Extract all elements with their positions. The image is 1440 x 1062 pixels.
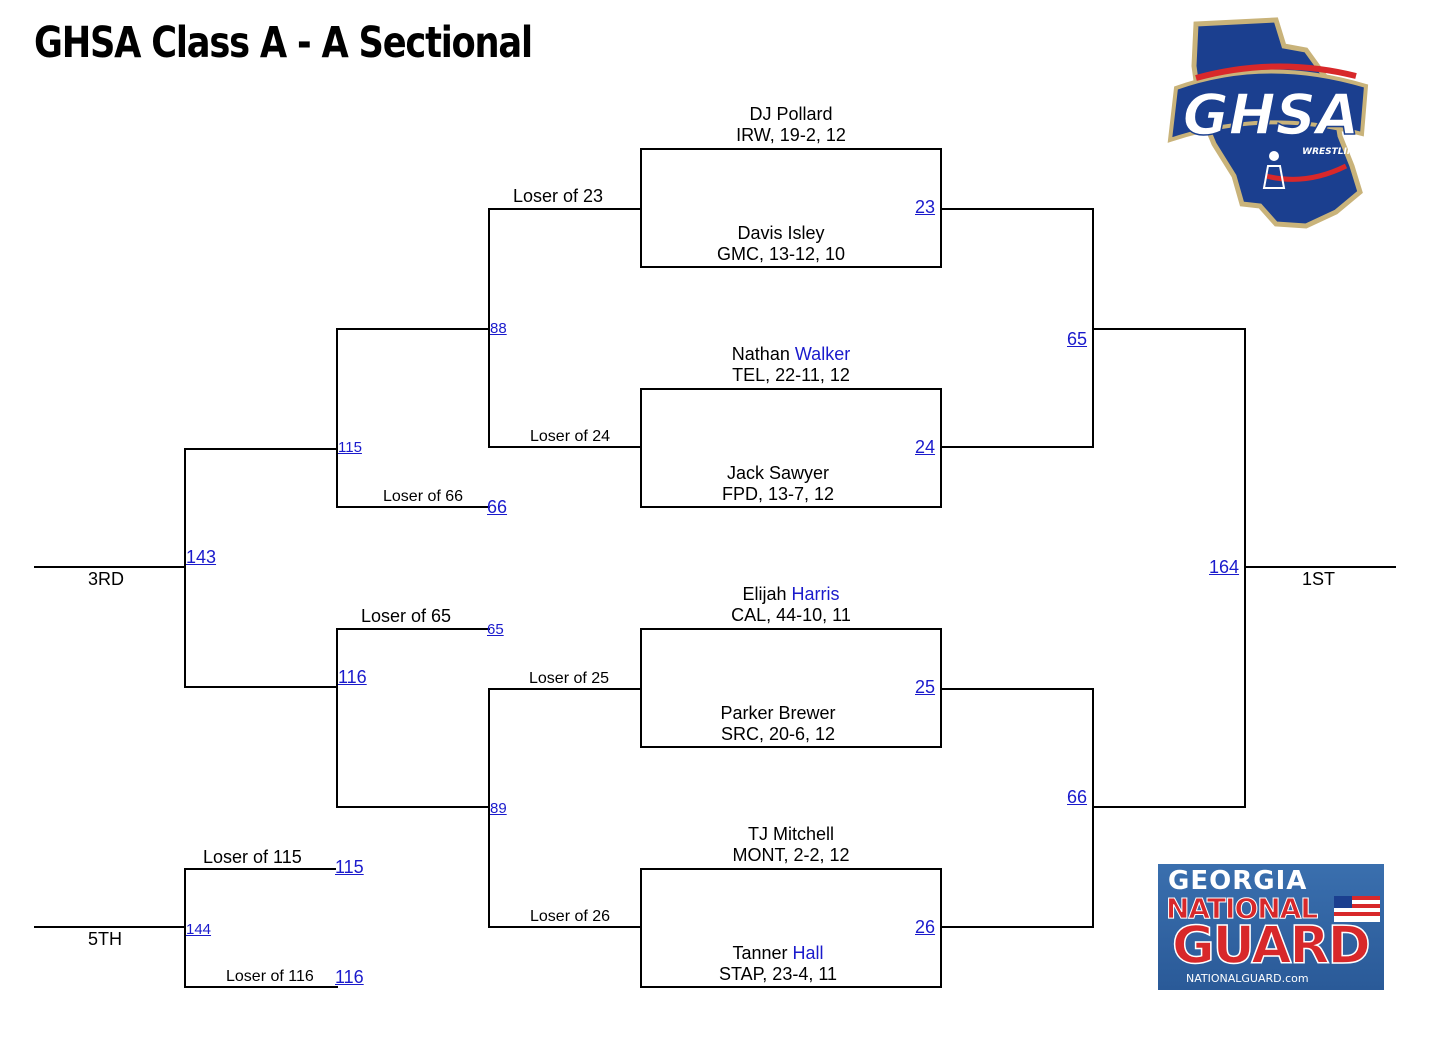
sponsor-line1: GEORGIA [1168, 866, 1308, 896]
loser-of-24: Loser of 24 [530, 428, 611, 445]
wrestler-2-info: GMC, 13-12, 10 [716, 244, 846, 264]
wrestler-2-last: Isley [787, 223, 825, 243]
wrestler-6: Parker Brewer SRC, 20-6, 12 [703, 703, 853, 745]
bout-66-link[interactable]: 66 [1067, 787, 1088, 807]
wrestler-3-first: Nathan [731, 344, 790, 364]
loser-of-25: Loser of 25 [529, 670, 610, 687]
loser-of-65: Loser of 65 [361, 606, 452, 626]
wrestler-4: Jack Sawyer FPD, 13-7, 12 [703, 463, 853, 505]
wrestler-4-info: FPD, 13-7, 12 [721, 484, 835, 504]
bout-26-link[interactable]: 26 [915, 917, 936, 937]
wrestler-8: Tanner Hall STAP, 23-4, 11 [703, 943, 853, 985]
loser-of-23: Loser of 23 [513, 186, 604, 206]
loser-of-116: Loser of 116 [226, 968, 314, 985]
bout-115-cons-link[interactable]: 115 [335, 857, 364, 877]
national-guard-logo: GEORGIA NATIONAL GUARD NATIONALGUARD.com [1158, 864, 1384, 990]
bout-88-link[interactable]: 88 [490, 320, 507, 337]
bout-116-link[interactable]: 116 [338, 667, 367, 687]
wrestler-3-info: TEL, 22-11, 12 [732, 365, 850, 385]
wrestler-1-first: DJ [749, 104, 772, 124]
wrestler-7-info: MONT, 2-2, 12 [732, 845, 850, 865]
wrestler-8-first: Tanner [732, 943, 788, 963]
bout-23-link[interactable]: 23 [915, 197, 936, 217]
sponsor-url: NATIONALGUARD.com [1186, 972, 1309, 985]
wrestler-1-info: IRW, 19-2, 12 [736, 125, 846, 145]
place-1st: 1ST [1302, 569, 1336, 589]
bout-143-link[interactable]: 143 [186, 547, 217, 567]
wrestler-2-first: Davis [737, 223, 783, 243]
bout-65-cons-link[interactable]: 65 [487, 621, 504, 638]
ghsa-logo-text: GHSA [1183, 83, 1360, 148]
wrestler-6-first: Parker [720, 703, 774, 723]
wrestler-4-first: Jack [726, 463, 764, 483]
wrestler-1-last: Pollard [776, 104, 833, 124]
loser-of-115: Loser of 115 [203, 847, 302, 867]
flag-icon [1334, 896, 1380, 922]
wrestler-2: Davis Isley GMC, 13-12, 10 [706, 223, 856, 265]
place-3rd: 3RD [88, 569, 125, 589]
wrestler-5: Elijah Harris CAL, 44-10, 11 [640, 584, 942, 626]
wrestler-7: TJ Mitchell MONT, 2-2, 12 [640, 824, 942, 866]
loser-of-66: Loser of 66 [383, 488, 464, 505]
page-title: GHSA Class A - A Sectional [34, 18, 533, 68]
wrestler-7-first: TJ [747, 824, 768, 844]
wrestler-7-last: Mitchell [773, 824, 835, 844]
bout-116-cons-link[interactable]: 116 [335, 967, 364, 987]
wrestler-4-last: Sawyer [769, 463, 830, 483]
ghsa-logo-subtext: WRESTLING [1302, 147, 1362, 157]
place-5th: 5TH [88, 929, 123, 949]
wrestler-8-last: Hall [792, 943, 824, 963]
wrestler-3: Nathan Walker TEL, 22-11, 12 [640, 344, 942, 386]
bout-24-link[interactable]: 24 [915, 437, 936, 457]
loser-of-26: Loser of 26 [530, 908, 611, 925]
bout-115-link[interactable]: 115 [338, 439, 362, 456]
wrestler-6-last: Brewer [778, 703, 836, 723]
sponsor-line2: NATIONAL [1165, 892, 1318, 926]
wrestler-6-info: SRC, 20-6, 12 [720, 724, 836, 744]
ghsa-logo: GHSA WRESTLING [1156, 16, 1386, 236]
wrestler-5-info: CAL, 44-10, 11 [731, 605, 851, 625]
wrestler-5-last: Harris [791, 584, 840, 604]
wrestler-8-info: STAP, 23-4, 11 [718, 964, 838, 984]
wrestler-5-first: Elijah [742, 584, 787, 604]
sponsor-line3: GUARD [1171, 916, 1371, 976]
bout-144-link[interactable]: 144 [186, 921, 212, 938]
bout-89-link[interactable]: 89 [490, 800, 507, 817]
bout-25-link[interactable]: 25 [915, 677, 936, 697]
wrestler-3-last: Walker [794, 344, 851, 364]
bout-66-cons-link[interactable]: 66 [487, 497, 508, 517]
bout-65-link[interactable]: 65 [1067, 329, 1088, 349]
wrestler-1: DJ Pollard IRW, 19-2, 12 [640, 104, 942, 146]
bout-164-link[interactable]: 164 [1209, 557, 1240, 577]
